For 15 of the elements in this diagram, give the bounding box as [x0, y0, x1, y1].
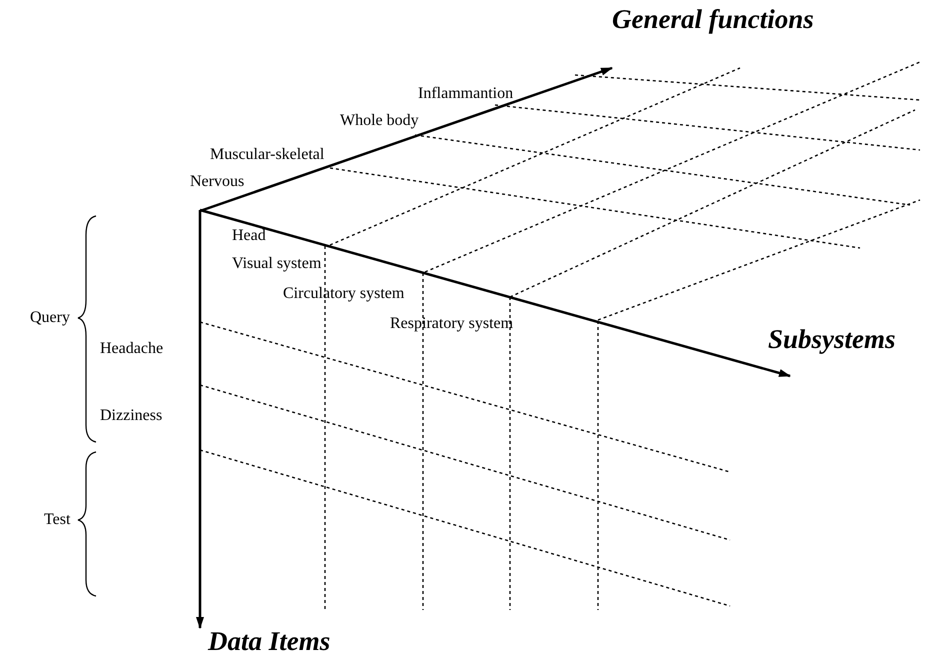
axis-tick-label: Dizziness: [100, 408, 162, 424]
axis-tick-label: Muscular-skeletal: [210, 147, 324, 163]
axis-tick-label: Respiratory system: [390, 316, 514, 332]
axis-tick-label: Head: [232, 228, 266, 244]
axis-tick-label: Nervous: [190, 174, 244, 190]
group-label: Test: [44, 512, 70, 528]
axis-title: General functions: [612, 6, 814, 33]
axis-tick-label: Circulatory system: [283, 286, 404, 302]
axis-title: Data Items: [208, 628, 330, 655]
group-label: Query: [30, 310, 70, 326]
axis-tick-label: Visual system: [232, 256, 322, 272]
axis-tick-label: Headache: [100, 341, 164, 357]
axis-title: Subsystems: [768, 326, 896, 353]
axis-tick-label: Inflammantion: [418, 86, 514, 102]
axis-tick-label: Whole body: [340, 113, 419, 129]
